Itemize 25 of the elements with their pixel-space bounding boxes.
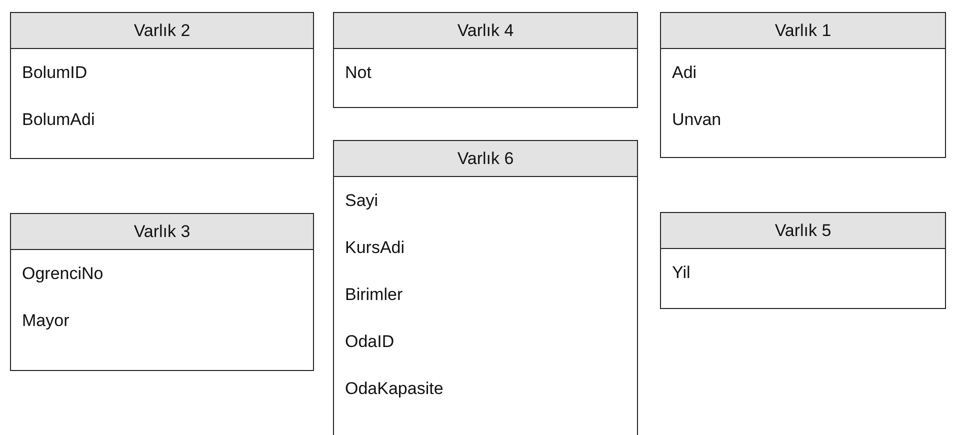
entity-header: Varlık 5	[661, 213, 945, 249]
entity-header: Varlık 1	[661, 13, 945, 49]
entity-box	[660, 212, 946, 309]
attribute-text: BolumAdi	[22, 110, 95, 130]
attribute-text: OgrenciNo	[22, 264, 104, 284]
entity-header: Varlık 2	[11, 13, 313, 49]
entity-header: Varlık 3	[11, 214, 313, 250]
attribute-text: KursAdi	[345, 238, 405, 258]
entity-box	[333, 140, 638, 435]
entity-box	[333, 12, 638, 108]
attribute-text: Unvan	[672, 110, 722, 130]
attribute-text: Birimler	[345, 285, 403, 305]
entity-header: Varlık 4	[334, 13, 637, 49]
attribute-text: OdaKapasite	[345, 379, 444, 399]
attribute-text: Adi	[672, 63, 697, 83]
entity-box	[660, 12, 946, 158]
attribute-text: Yil	[672, 263, 690, 283]
entity-header: Varlık 6	[334, 141, 637, 177]
attribute-text: Mayor	[22, 311, 70, 331]
entity-box	[10, 12, 314, 159]
entity-box	[10, 213, 314, 371]
attribute-text: BolumID	[22, 63, 88, 83]
attribute-text: Not	[345, 63, 372, 83]
attribute-text: OdaID	[345, 332, 394, 352]
attribute-text: Sayi	[345, 191, 378, 211]
